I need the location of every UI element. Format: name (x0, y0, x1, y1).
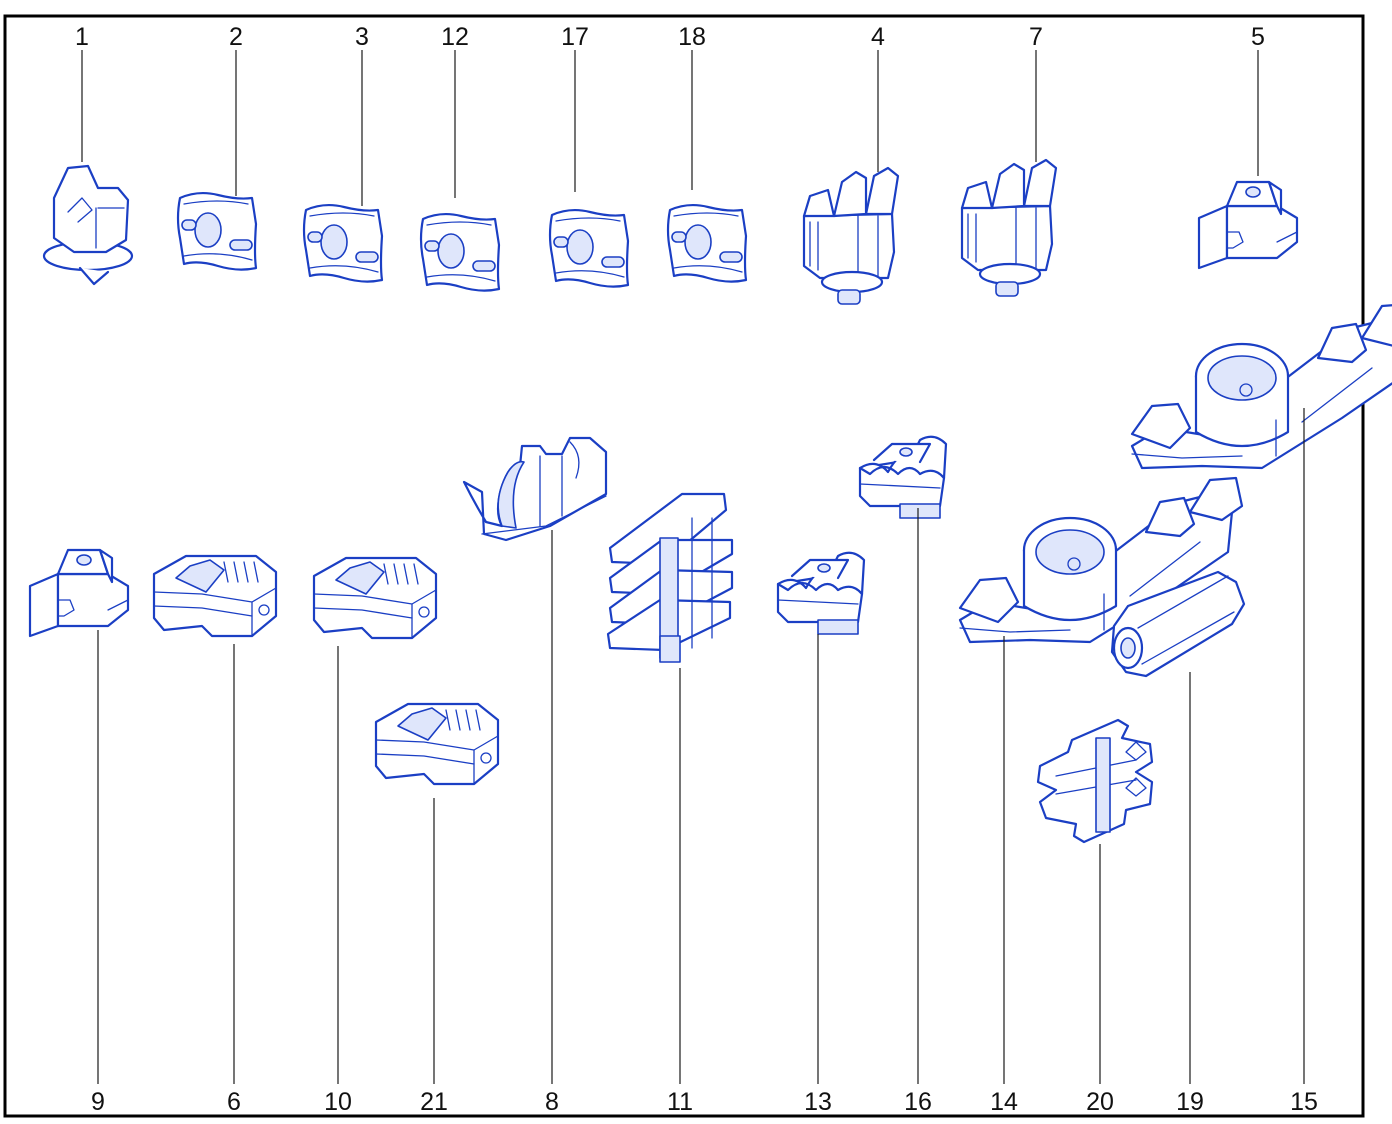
callout-label-11: 11 (667, 1088, 693, 1116)
part-13-double-cradle (776, 551, 866, 636)
part-3-tube-clip (302, 203, 384, 283)
part-16-double-cradle (858, 435, 948, 520)
part-21-ribbed-holder (374, 702, 500, 786)
callout-label-14: 14 (990, 1088, 1018, 1116)
part-7-double-clip-with-stud (960, 158, 1058, 298)
part-4-double-clip-with-stud (802, 166, 900, 306)
part-6-ribbed-holder (152, 554, 278, 638)
callout-label-20: 20 (1086, 1088, 1114, 1116)
callout-label-4: 4 (871, 23, 885, 51)
part-15-cup-holder (1130, 302, 1392, 470)
leader-lines (81, 50, 1305, 1084)
callout-label-3: 3 (355, 23, 369, 51)
part-2-tube-clip (176, 191, 258, 271)
part-12-tube-clip (419, 212, 501, 292)
callout-label-21: 21 (420, 1088, 448, 1116)
callout-label-19: 19 (1176, 1088, 1204, 1116)
callout-label-5: 5 (1251, 23, 1265, 51)
part-17-tube-clip (548, 208, 630, 288)
callout-label-6: 6 (227, 1088, 241, 1116)
callout-label-15: 15 (1290, 1088, 1318, 1116)
callout-label-2: 2 (229, 23, 243, 51)
diagram-frame (3, 14, 1365, 1118)
part-20-cross-clip (1036, 718, 1154, 844)
part-11-stacked-holder (606, 492, 734, 663)
callout-label-8: 8 (545, 1088, 559, 1116)
bottom-callout-labels: 9 6 10 21 8 11 13 16 14 20 19 15 (91, 1088, 1318, 1116)
part-19-hex-spacer (1110, 570, 1246, 678)
callout-label-16: 16 (904, 1088, 932, 1116)
part-1-clip-with-washer (42, 164, 134, 286)
part-9-block-clip (28, 548, 130, 638)
callout-label-9: 9 (91, 1088, 105, 1116)
callout-label-18: 18 (678, 23, 706, 51)
callout-label-12: 12 (441, 23, 469, 51)
top-callout-labels: 1 2 3 12 17 18 4 7 5 (75, 23, 1265, 51)
callout-label-1: 1 (75, 23, 89, 51)
part-18-tube-clip (666, 203, 748, 283)
callout-label-10: 10 (324, 1088, 352, 1116)
callout-label-7: 7 (1029, 23, 1043, 51)
part-5-block-clip (1197, 180, 1299, 270)
callout-label-13: 13 (804, 1088, 832, 1116)
part-10-ribbed-holder (312, 556, 438, 640)
part-8-saddle-holder (462, 436, 608, 542)
callout-label-17: 17 (561, 23, 589, 51)
